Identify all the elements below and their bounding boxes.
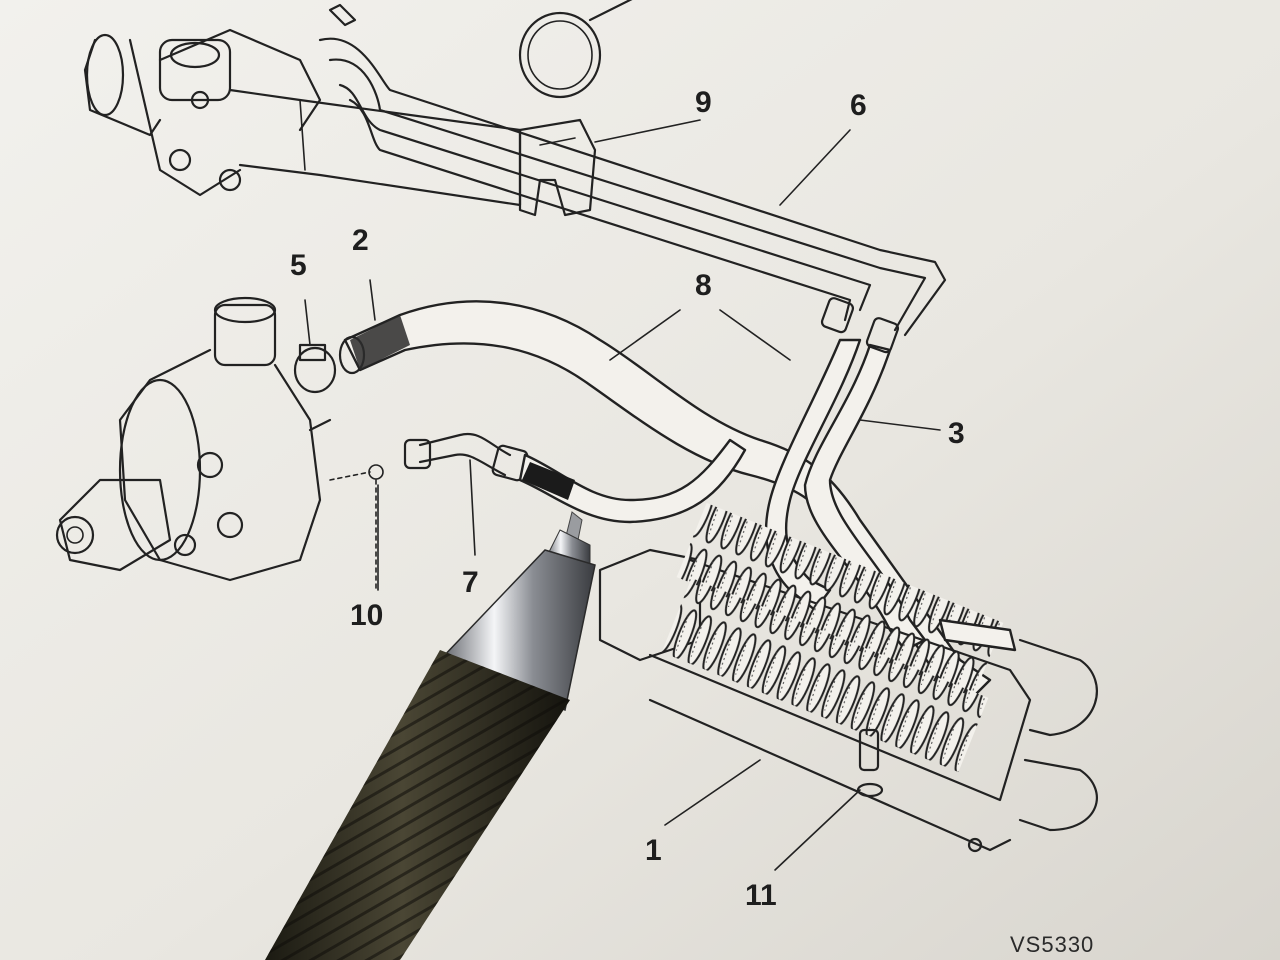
leader-lines — [304, 119, 941, 871]
figure-reference-code: VS5330 — [1010, 932, 1094, 957]
hose-clamp-5 — [293, 343, 337, 394]
callout-9: 9 — [695, 86, 712, 119]
callout-6: 6 — [850, 89, 867, 122]
pipe-clip-9 — [518, 118, 597, 217]
callout-11: 11 — [745, 879, 777, 912]
pressure-pipe-7 — [329, 432, 747, 591]
power-steering-pump — [55, 296, 332, 582]
steering-rack — [83, 28, 522, 207]
callout-5: 5 — [290, 249, 307, 282]
bolt-11 — [856, 728, 884, 798]
callout-8: 8 — [695, 269, 712, 302]
callout-10: 10 — [350, 599, 383, 632]
callout-2: 2 — [352, 224, 369, 257]
hose-clamp-top — [518, 0, 633, 99]
callout-3: 3 — [948, 417, 965, 450]
ballpoint-pen — [265, 511, 596, 960]
callout-1: 1 — [645, 834, 662, 867]
callout-7: 7 — [462, 566, 479, 599]
rigid-pipe-6 — [318, 3, 947, 337]
pen-grip — [265, 650, 570, 960]
oil-cooler-1 — [598, 502, 1098, 853]
